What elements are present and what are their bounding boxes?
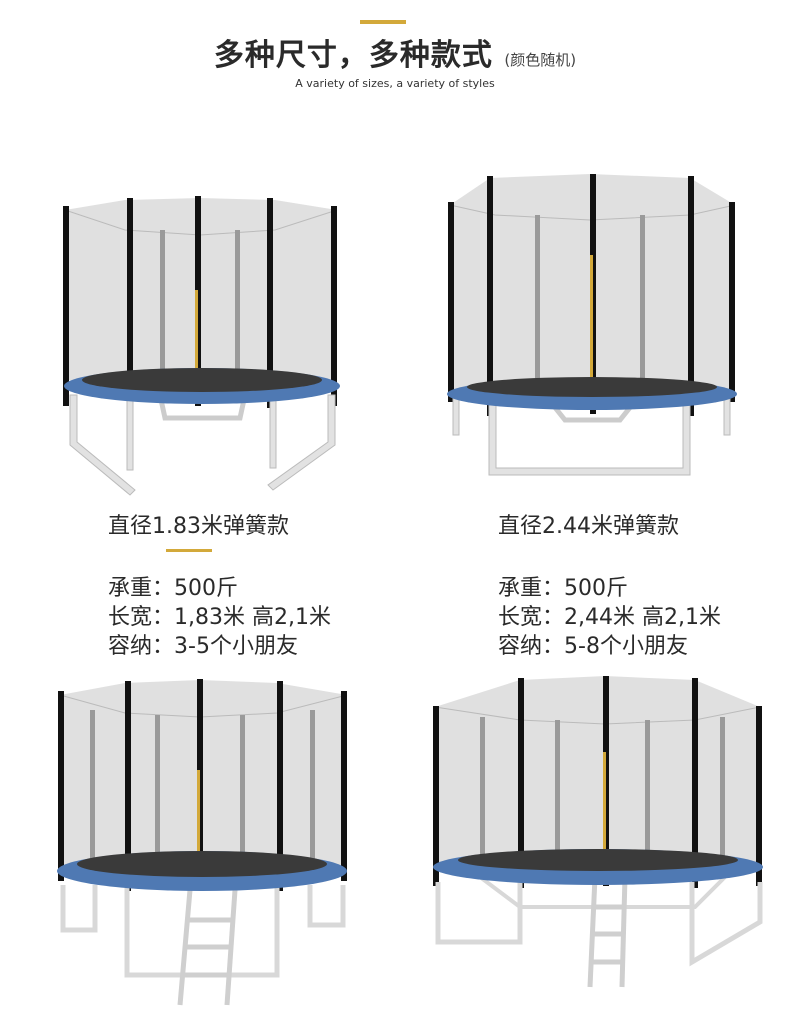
spec-line-load: 承重：500斤: [108, 576, 239, 601]
spec-label: 长宽: [108, 605, 153, 630]
trampoline-image-244: [445, 170, 745, 485]
spec-value: 5-8个小朋友: [564, 634, 688, 659]
trampoline-image-183: [55, 190, 355, 500]
accent-rule: [166, 549, 212, 552]
spec-line-size: 长宽：1,83米 高2,1米: [108, 605, 331, 630]
spec-value: 500斤: [174, 576, 239, 601]
spec-label: 长宽: [498, 605, 543, 630]
spec-label: 承重: [108, 576, 153, 601]
spec-value: 1,83米 高2,1米: [174, 605, 331, 630]
page-title: 多种尺寸，多种款式 (颜色随机): [0, 30, 790, 74]
product-name: 直径1.83米弹簧款: [108, 514, 289, 539]
page-subtitle: A variety of sizes, a variety of styles: [295, 77, 495, 90]
product-name: 直径2.44米弹簧款: [498, 514, 679, 539]
spec-value: 2,44米 高2,1米: [564, 605, 721, 630]
trampoline-image-ladder-large: [430, 672, 765, 992]
spec-label: 承重: [498, 576, 543, 601]
header-accent-bar: [360, 20, 406, 24]
spec-line-load: 承重：500斤: [498, 576, 629, 601]
spec-line-capacity: 容纳：5-8个小朋友: [498, 634, 688, 659]
spec-line-capacity: 容纳：3-5个小朋友: [108, 634, 298, 659]
spec-card-183: 直径1.83米弹簧款 承重：500斤 长宽：1,83米 高2,1米 容纳：3-5…: [108, 512, 428, 661]
spec-card-244: 直径2.44米弹簧款 承重：500斤 长宽：2,44米 高2,1米 容纳：5-8…: [498, 512, 790, 661]
page-title-text: 多种尺寸，多种款式: [213, 38, 493, 73]
spec-line-size: 长宽：2,44米 高2,1米: [498, 605, 721, 630]
spec-value: 3-5个小朋友: [174, 634, 298, 659]
spec-label: 容纳: [108, 634, 153, 659]
spec-value: 500斤: [564, 576, 629, 601]
page-title-note: (颜色随机): [504, 51, 577, 69]
spec-label: 容纳: [498, 634, 543, 659]
trampoline-image-ladder-small: [55, 675, 355, 1010]
